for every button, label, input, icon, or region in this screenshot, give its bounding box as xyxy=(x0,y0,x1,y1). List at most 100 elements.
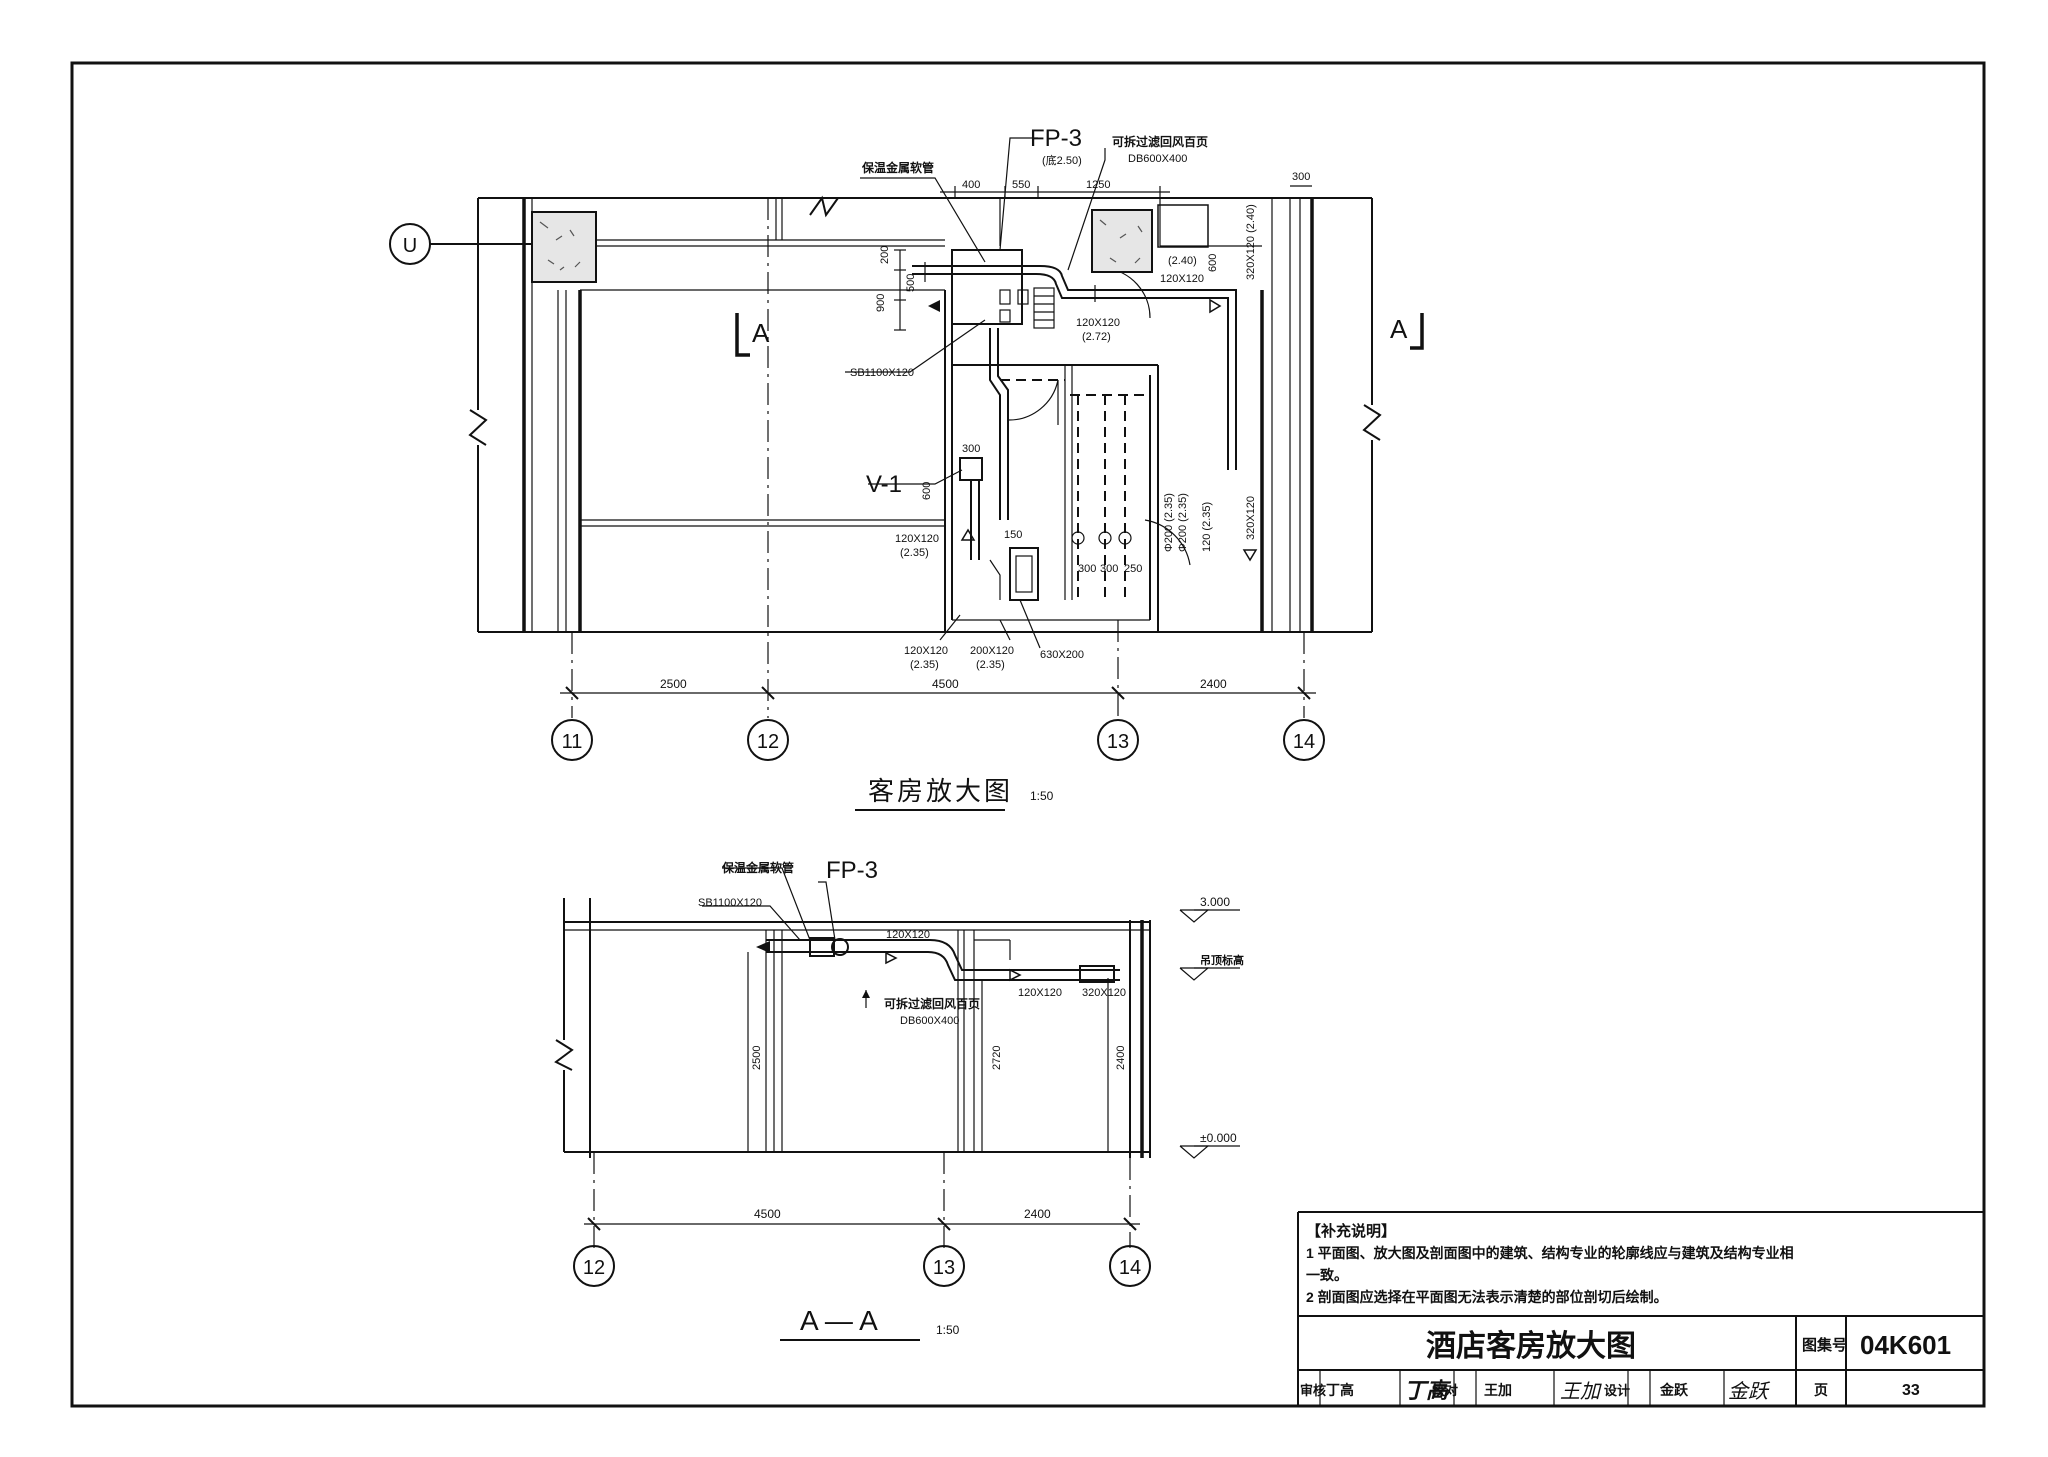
dim-600: 600 xyxy=(1207,254,1219,272)
notes-heading: 【补充说明】 xyxy=(1306,1222,1396,1240)
dim-1250: 1250 xyxy=(1086,179,1110,191)
plan-axis-11: 11 xyxy=(562,731,583,753)
section-mark-left: A xyxy=(735,313,770,357)
section-scale: 1:50 xyxy=(936,1323,960,1337)
tb-page-label: 页 xyxy=(1814,1382,1828,1398)
sec-duct-a: 120X120 xyxy=(886,929,930,941)
dim-500: 500 xyxy=(905,274,917,292)
section-mark-right-label: A xyxy=(1390,314,1408,344)
plan-columns xyxy=(531,204,1209,283)
tb-review-label: 审核 xyxy=(1300,1383,1326,1398)
dim-300-top: 300 xyxy=(1292,171,1310,183)
plan-axis-14: 14 xyxy=(1293,731,1315,753)
sec-duct-c: 320X120 xyxy=(1082,987,1126,999)
sec-axis-12: 12 xyxy=(583,1257,605,1279)
dim-200: 200 xyxy=(879,246,891,264)
label-duct630: 630X200 xyxy=(1040,649,1084,661)
label-duct120-top: 120X120 xyxy=(1160,273,1204,285)
insulated-hose-label: 保温金属软管 xyxy=(861,160,934,175)
section-a-a: 保温金属软管 FP-3 SB1100X120 120X120 可拆过滤回风百页 … xyxy=(554,857,1244,1341)
sec-h2720: 2720 xyxy=(991,1046,1003,1070)
tb-design-sig: 金跃 xyxy=(1728,1379,1771,1403)
section-levels xyxy=(1179,909,1240,1159)
lev-floor: ±0.000 xyxy=(1200,1131,1237,1145)
sec-axis-14: 14 xyxy=(1119,1257,1141,1279)
tb-atlas-no: 04K601 xyxy=(1860,1330,1951,1360)
label-duct120-mid: 120X120 xyxy=(1076,317,1120,329)
lev-ceiling: 吊顶标高 xyxy=(1200,953,1244,967)
label-duct120-bot: 120X120 xyxy=(904,645,948,657)
sec-h2500: 2500 xyxy=(751,1046,763,1070)
fp3-elev: (底2.50) xyxy=(1042,153,1082,167)
sec-filter-grille: 可拆过滤回风百页 xyxy=(884,996,980,1011)
label-e240: (2.40) xyxy=(1168,255,1197,267)
label-duct320-side: 320X120 xyxy=(1245,496,1257,540)
plan-axis-bubbles: 11 12 13 14 xyxy=(551,719,1325,761)
label-r2: Φ200 (2.35) xyxy=(1177,493,1189,552)
lev-top: 3.000 xyxy=(1200,895,1230,909)
tb-check-name: 王加 xyxy=(1484,1382,1512,1398)
section-axis-bubbles: 12 13 14 xyxy=(573,1245,1151,1287)
tb-page-no: 33 xyxy=(1902,1382,1920,1399)
sec-d4500: 4500 xyxy=(754,1207,781,1221)
label-duct120-left: 120X120 xyxy=(895,533,939,545)
axis-u-label: U xyxy=(403,235,417,257)
tb-design-label: 设计 xyxy=(1604,1383,1630,1398)
note-2: 2 剖面图应选择在平面图无法表示清楚的部位剖切后绘制。 xyxy=(1306,1289,1668,1305)
tb-title: 酒店客房放大图 xyxy=(1426,1329,1636,1363)
dim-400: 400 xyxy=(962,179,980,191)
plan-scale: 1:50 xyxy=(1030,789,1054,803)
sec-d2400: 2400 xyxy=(1024,1207,1051,1221)
title-block: 酒店客房放大图 图集号 04K601 审核 丁高 丁高 校对 王加 王加 设计 … xyxy=(1298,1315,1984,1406)
tb-atlas-label: 图集号 xyxy=(1802,1336,1847,1354)
sec-duct-b: 120X120 xyxy=(1018,987,1062,999)
tb-check-sig: 王加 xyxy=(1560,1379,1602,1403)
plan-title: 客房放大图 xyxy=(868,776,1013,806)
label-e235-bot: (2.35) xyxy=(910,659,939,671)
label-e272: (2.72) xyxy=(1082,331,1111,343)
tb-review-sig: 丁高 xyxy=(1404,1378,1452,1404)
dim-550: 550 xyxy=(1012,179,1030,191)
tb-review-name: 丁高 xyxy=(1326,1382,1354,1398)
label-e235-bot2: (2.35) xyxy=(976,659,1005,671)
label-duct320-top: 320X120 (2.40) xyxy=(1245,204,1257,280)
filter-grille-label: 可拆过滤回风百页 xyxy=(1112,134,1208,149)
note-1a: 1 平面图、放大图及剖面图中的建筑、结构专业的轮廓线应与建筑及结构专业相 xyxy=(1306,1245,1794,1261)
plan-ducts xyxy=(912,249,1258,601)
dim-300b: 300 xyxy=(1100,563,1118,575)
dim-250: 250 xyxy=(1124,563,1142,575)
fp3-tag: FP-3 xyxy=(1030,125,1082,152)
notes-block: 【补充说明】 1 平面图、放大图及剖面图中的建筑、结构专业的轮廓线应与建筑及结构… xyxy=(1297,1211,1984,1406)
section-mark-left-label: A xyxy=(752,318,770,348)
tb-check-label: 校对 xyxy=(1432,1383,1458,1398)
plan-leaders xyxy=(845,137,1106,485)
sec-sb-size: SB1100X120 xyxy=(698,897,762,909)
section-duct xyxy=(756,937,1120,1008)
sb-size-label: SB1100X120 xyxy=(850,367,914,379)
db-size-label: DB600X400 xyxy=(1128,153,1187,165)
sec-db-size: DB600X400 xyxy=(900,1015,959,1027)
tb-design-name: 金跃 xyxy=(1659,1382,1689,1398)
dim-2400: 2400 xyxy=(1200,677,1227,691)
fp3-unit xyxy=(951,249,1023,325)
dim-600v: 600 xyxy=(921,482,933,500)
section-axis-grid xyxy=(584,1152,1140,1248)
sec-insulated-hose: 保温金属软管 xyxy=(721,860,794,875)
section-heights xyxy=(747,952,1109,1152)
plan-axis-12: 12 xyxy=(757,731,779,753)
dim-2500: 2500 xyxy=(660,677,687,691)
plan-top-dims xyxy=(894,185,1312,331)
label-r1: Φ200 (2.35) xyxy=(1163,493,1175,552)
section-mark-right: A xyxy=(1390,313,1424,350)
label-r3: 120 (2.35) xyxy=(1201,502,1213,552)
axis-bubble-u: U xyxy=(389,223,532,265)
section-walls xyxy=(554,898,1151,1158)
dim-300v: 300 xyxy=(962,443,980,455)
section-title: A — A xyxy=(800,1305,878,1336)
plan-axis-grid xyxy=(560,198,1316,718)
v1-valve xyxy=(959,457,983,481)
v1-tag: V-1 xyxy=(866,471,902,498)
sheet-border xyxy=(70,61,1986,1408)
room-plan: U A A xyxy=(389,125,1424,811)
